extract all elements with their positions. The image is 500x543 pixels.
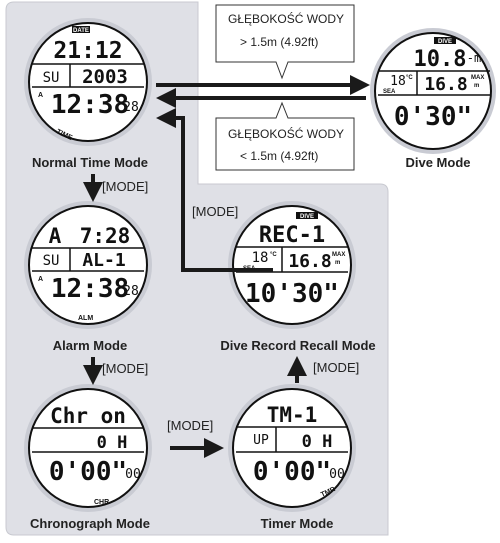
label-dive: Dive Mode <box>405 155 470 170</box>
step-timer-to-recall: [MODE] <box>313 360 359 375</box>
recall-dive-time: 10'30" <box>245 279 339 309</box>
dive-badge: DIVE <box>438 39 452 45</box>
dive-depth-unit: -m <box>467 51 481 65</box>
year-display: 2003 <box>82 66 128 88</box>
recall-max-label: MAX <box>332 252 345 258</box>
alarm-seconds: 28 <box>123 284 139 299</box>
alarm-current-time: 12:38 <box>51 274 129 304</box>
label-alarm: Alarm Mode <box>53 338 127 353</box>
alm-tag: ALM <box>78 315 93 322</box>
enter-condition-title: GŁĘBOKOŚĆ WODY <box>228 11 344 26</box>
timer-hundredths: 00 <box>329 467 345 482</box>
dive-temperature: 18 <box>390 74 406 89</box>
chr-tag: CHR <box>94 499 109 506</box>
watch-dive: DIVE 10.8 -m 18 °C SEA 16.8 MAX m 0'30" <box>370 28 496 154</box>
watch-chronograph: Chr on 0 H 0'00" 00 CHR <box>24 384 152 512</box>
chrono-title-display: Chr on <box>50 404 126 428</box>
time-display: 12:38 <box>51 90 129 120</box>
watch-alarm: A 7:28 SU AL-1 A 12:38 28 ALM <box>24 201 152 329</box>
alarm-number: AL-1 <box>82 250 125 271</box>
recall-temperature: 18 <box>252 250 269 266</box>
callout-exit-dive: GŁĘBOKOŚĆ WODY < 1.5m (4.92ft) <box>215 101 355 171</box>
label-dive-record-recall: Dive Record Recall Mode <box>220 338 375 353</box>
seconds-display: 28 <box>123 100 139 115</box>
alarm-a-display: A <box>49 224 62 248</box>
callout-enter-dive: GŁĘBOKOŚĆ WODY > 1.5m (4.92ft) <box>215 4 355 80</box>
timer-number: TM-1 <box>267 403 318 427</box>
label-timer: Timer Mode <box>261 516 334 531</box>
recall-record-number: REC-1 <box>259 223 325 248</box>
date-badge: DATE <box>73 28 89 34</box>
exit-condition-value: < 1.5m (4.92ft) <box>240 149 318 163</box>
timer-time: 0'00" <box>253 457 331 487</box>
chrono-hours: 0 H <box>97 433 128 453</box>
chrono-time: 0'00" <box>49 457 127 487</box>
recall-max-depth: 16.8 <box>288 251 331 272</box>
recall-temp-unit: °C <box>270 252 277 258</box>
recall-dive-badge: DIVE <box>300 214 314 220</box>
label-normal-time: Normal Time Mode <box>32 155 148 170</box>
weekday-display: SU <box>43 70 60 86</box>
step-alarm-to-chrono: [MODE] <box>102 361 148 376</box>
exit-condition-title: GŁĘBOKOŚĆ WODY <box>228 126 344 141</box>
date-display: 21:12 <box>53 38 122 64</box>
dive-unit: m <box>474 83 479 89</box>
dive-temp-unit: °C <box>406 75 413 81</box>
recall-unit: m <box>335 260 340 266</box>
dive-sea: SEA <box>383 89 396 95</box>
dive-max-label: MAX <box>471 75 484 81</box>
timer-up: UP <box>253 433 269 448</box>
timer-hours: 0 H <box>302 432 333 452</box>
watch-timer: TM-1 UP 0 H 0'00" 00 TMR <box>228 384 356 512</box>
dive-max-depth: 16.8 <box>424 74 467 95</box>
step-chrono-to-timer: [MODE] <box>167 418 213 433</box>
label-chronograph: Chronograph Mode <box>30 516 150 531</box>
alarm-time-display: 7:28 <box>80 224 131 248</box>
step-normal-to-alarm: [MODE] <box>102 179 148 194</box>
arrow-recall-to-normal <box>156 108 273 272</box>
step-recall-to-normal: [MODE] <box>192 204 238 219</box>
chrono-hundredths: 00 <box>125 467 141 482</box>
dive-depth: 10.8 <box>414 47 467 72</box>
alarm-indicator: A <box>38 92 43 99</box>
alarm-indicator-2: A <box>38 276 43 283</box>
watch-normal-time: DATE 21:12 SU 2003 A 12:38 28 TIME <box>24 18 152 146</box>
dive-time: 0'30" <box>394 102 472 132</box>
enter-condition-value: > 1.5m (4.92ft) <box>240 35 318 49</box>
watch-dive-record-recall: DIVE REC-1 18 °C SEA 16.8 MAX m 10'30" <box>228 201 356 329</box>
alarm-weekday: SU <box>43 253 60 269</box>
